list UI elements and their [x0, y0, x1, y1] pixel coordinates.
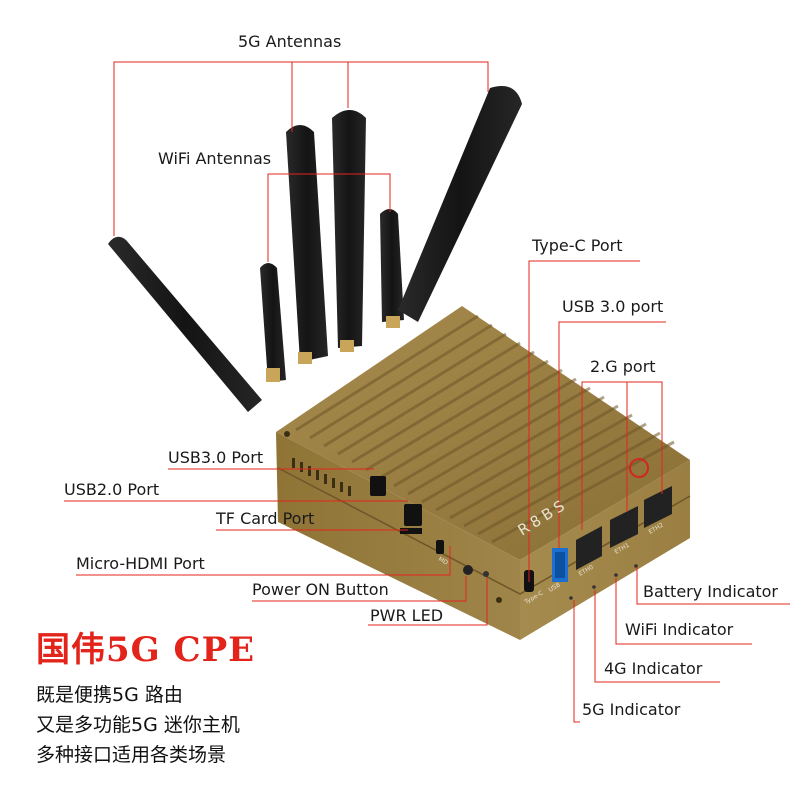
antenna-wifi-right	[380, 209, 404, 322]
label-5g-indicator: 5G Indicator	[582, 700, 681, 719]
antenna-5g-center-left	[286, 125, 328, 362]
callout-lines	[64, 61, 790, 723]
antenna-5g-left	[108, 236, 262, 412]
promo-title: 国伟5G CPE	[36, 630, 256, 670]
label-pwr-led: PWR LED	[370, 606, 444, 625]
promo-line-1: 既是便携5G 路由	[36, 684, 183, 706]
promo-line-2: 又是多功能5G 迷你主机	[36, 714, 240, 736]
label-battery-indicator: Battery Indicator	[643, 582, 779, 601]
antenna-5g-right	[398, 86, 522, 322]
label-power-on-button: Power ON Button	[252, 580, 389, 599]
label-usb30-port-right: USB 3.0 port	[562, 297, 664, 316]
label-wifi-indicator: WiFi Indicator	[625, 620, 734, 639]
antennas	[108, 86, 522, 412]
label-wifi-antennas: WiFi Antennas	[158, 149, 272, 168]
label-usb30-port-left: USB3.0 Port	[168, 448, 264, 467]
antenna-wifi-left	[260, 263, 286, 382]
label-5g-antennas: 5G Antennas	[238, 32, 342, 51]
label-type-c-port: Type-C Port	[532, 236, 623, 255]
label-micro-hdmi-port: Micro-HDMI Port	[76, 554, 205, 573]
label-2g-port: 2.G port	[590, 357, 656, 376]
label-tf-card-port: TF Card Port	[216, 509, 315, 528]
antenna-5g-center-right	[332, 110, 366, 348]
label-usb20-port: USB2.0 Port	[64, 480, 160, 499]
device-case	[276, 306, 691, 640]
port-label-md: MD	[437, 556, 449, 567]
label-4g-indicator: 4G Indicator	[604, 659, 703, 678]
promo-line-3: 多种接口适用各类场景	[36, 744, 227, 766]
